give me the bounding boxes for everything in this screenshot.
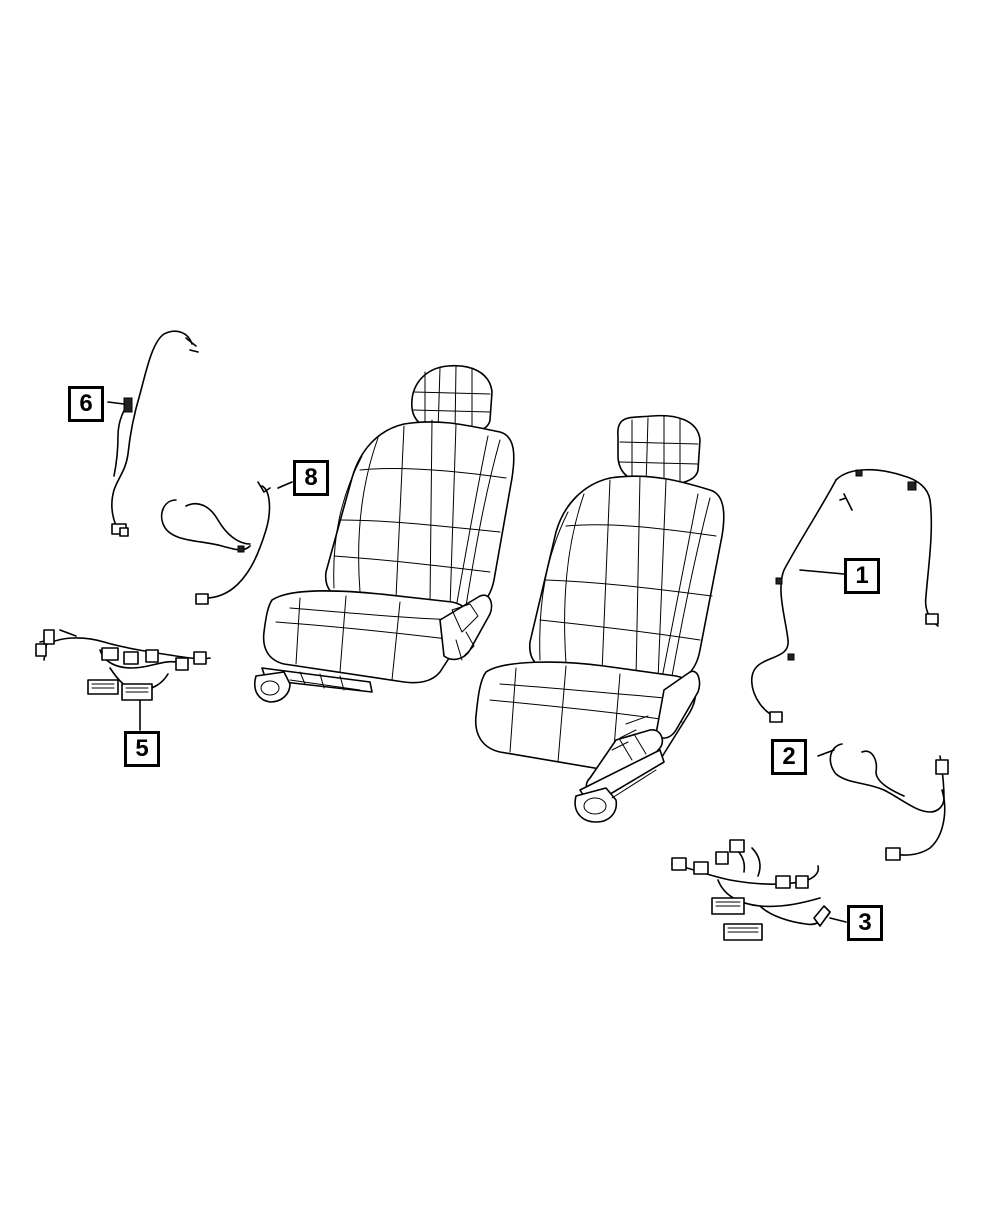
callout-3: 3 <box>847 905 883 941</box>
part-5-harness <box>35 629 211 731</box>
callout-5: 5 <box>124 731 160 767</box>
right-seat-details <box>611 715 649 751</box>
callout-6: 6 <box>68 386 104 422</box>
callout-2: 2 <box>771 739 807 775</box>
part-3-harness <box>671 839 847 941</box>
part-8-harness <box>160 481 293 605</box>
right-seat <box>474 414 725 823</box>
left-seat-details <box>455 631 475 661</box>
left-seat <box>254 364 515 703</box>
part-6-harness <box>107 330 199 537</box>
callout-8: 8 <box>293 460 329 496</box>
part-1-harness <box>750 468 939 723</box>
part-2-harness <box>817 743 949 861</box>
callout-1: 1 <box>844 558 880 594</box>
